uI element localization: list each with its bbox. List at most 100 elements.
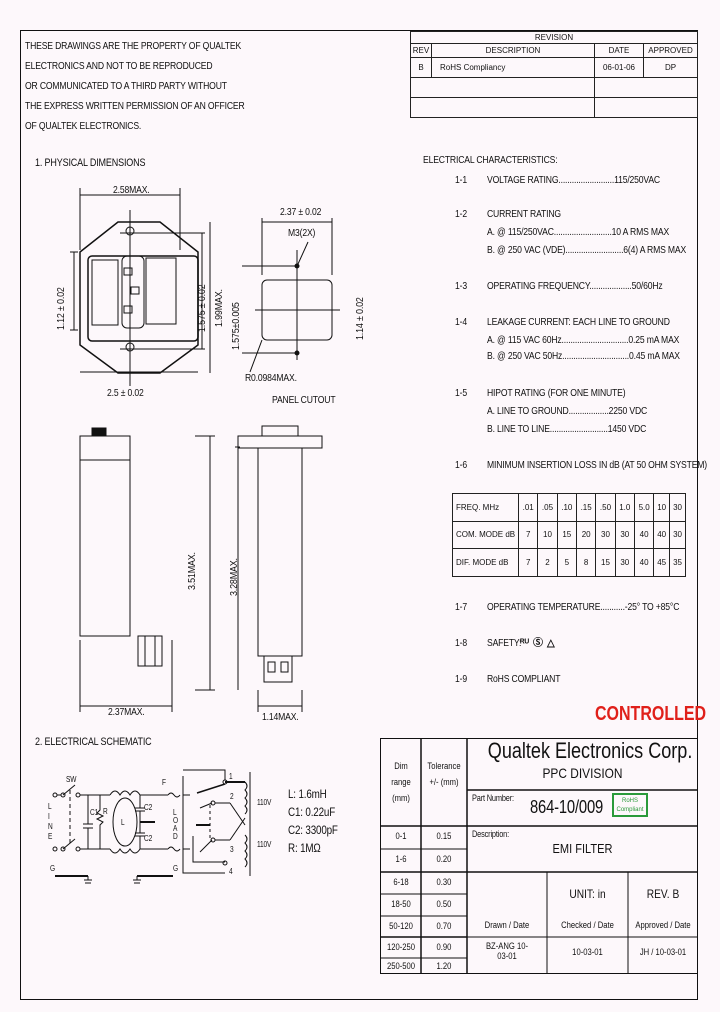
notice-line: THESE DRAWINGS ARE THE PROPERTY OF QUALT… [25, 40, 242, 52]
cell: COM. MODE dB [452, 520, 519, 550]
label: E [48, 832, 53, 841]
dim-range-value: 120-250 [386, 942, 416, 952]
electrical-heading: ELECTRICAL CHARACTERISTICS: [423, 154, 558, 166]
drawing-frame [20, 30, 698, 1000]
front-view [70, 188, 211, 386]
dim-range-value: 1-6 [395, 854, 407, 864]
label: C2 [144, 803, 153, 812]
item-text: LEAKAGE CURRENT: EACH LINE TO GROUND [487, 316, 670, 328]
label: C2 [144, 834, 153, 843]
item-text: B. @ 250 VAC 50Hz.......................… [487, 350, 680, 362]
item-number: 1-5 [455, 387, 467, 399]
label: A [173, 824, 178, 833]
panel-cutout [242, 218, 340, 373]
description: EMI FILTER [552, 841, 613, 856]
label: I [48, 812, 50, 821]
label: F [162, 778, 166, 787]
dim-range-value: 18-50 [391, 899, 411, 909]
tolerance-value: 0.20 [436, 854, 452, 864]
item-text: OPERATING FREQUENCY...................50… [487, 280, 663, 292]
label: 2 [230, 792, 234, 801]
label: L [173, 808, 177, 817]
cell: DIF. MODE dB [452, 548, 519, 577]
label: SW [66, 775, 77, 784]
schematic-diagram [52, 769, 251, 884]
item-text: A. @ 115 VAC 60Hz.......................… [487, 334, 680, 346]
notice-line: OF QUALTEK ELECTRONICS. [25, 120, 142, 132]
title-block [380, 738, 698, 974]
approved-value: JH / 10-03-01 [639, 947, 687, 957]
cell: 7 [517, 548, 539, 577]
dim-label: R0.0984MAX. [245, 372, 297, 384]
item-number: 1-8 [455, 637, 467, 649]
item-number: 1-4 [455, 316, 467, 328]
label: 1 [229, 772, 233, 781]
part-number: 864-10/009 [530, 797, 604, 817]
part-number-label: Part Number: [472, 793, 514, 803]
division-name: PPC DIVISION [542, 765, 623, 781]
notice-line: ELECTRONICS AND NOT TO BE REPRODUCED [25, 60, 213, 72]
schematic-heading: 2. ELECTRICAL SCHEMATIC [35, 736, 152, 748]
dim-range-value: 250-500 [386, 961, 416, 971]
label: O [173, 816, 178, 825]
item-text: A. @ 115/250VAC.........................… [487, 226, 670, 238]
tolerance-value: 0.90 [436, 942, 452, 952]
description-label: Description: [472, 829, 510, 839]
dim-label: 2.37 ± 0.02 [280, 206, 322, 218]
item-text: B. LINE TO LINE.........................… [487, 423, 647, 435]
dim-range-value: 0-1 [395, 831, 407, 841]
csa-mark-icon: Ⓢ [532, 638, 543, 649]
side-view [79, 427, 240, 712]
label: 3 [230, 845, 234, 854]
tolerance-value: 0.15 [436, 831, 452, 841]
tolerance-value: 0.30 [436, 877, 452, 887]
value: L: 1.6mH [288, 787, 327, 801]
item-text: VOLTAGE RATING.........................1… [487, 174, 660, 186]
label: L [121, 818, 125, 827]
label: G [50, 864, 55, 873]
notice-line: OR COMMUNICATED TO A THIRD PARTY WITHOUT [25, 80, 227, 92]
ul-mark-icon: ᴿᵁ [520, 638, 529, 649]
dim-range-header: Dim range (mm) [391, 761, 411, 803]
physical-heading: 1. PHYSICAL DIMENSIONS [35, 157, 146, 169]
unit: UNIT: in [569, 887, 606, 901]
dim-label: 2.58MAX. [113, 184, 150, 196]
tolerance-value: 1.20 [436, 961, 452, 971]
dim-label: M3(2X) [288, 227, 316, 239]
value: C1: 0.22uF [288, 805, 336, 819]
item-text: CURRENT RATING [487, 208, 561, 220]
approved-label: Approved / Date [635, 920, 691, 930]
item-number: 1-2 [455, 208, 467, 220]
label: D [173, 832, 178, 841]
tolerance-value: 0.50 [436, 899, 452, 909]
label: C1 [90, 808, 99, 817]
panel-cutout-label: PANEL CUTOUT [272, 394, 336, 406]
value: R: 1MΩ [288, 841, 321, 855]
revision-value: REV. B [646, 887, 680, 901]
tolerance-value: 0.70 [436, 921, 452, 931]
dim-label: 1.14MAX. [262, 711, 299, 723]
item-text: RoHS COMPLIANT [487, 673, 561, 685]
item-text: SAFETY: [487, 637, 522, 649]
label: N [48, 822, 53, 831]
rear-view [237, 425, 323, 712]
controlled-stamp: CONTROLLED [595, 703, 707, 725]
cell: 40 [633, 548, 655, 577]
label: 110V [257, 798, 272, 807]
label: 4 [229, 867, 233, 876]
item-text: MINIMUM INSERTION LOSS IN dB (AT 50 OHM … [487, 459, 708, 471]
label: L [48, 802, 52, 811]
item-text: A. LINE TO GROUND..................2250 … [487, 405, 648, 417]
checked-label: Checked / Date [561, 920, 614, 930]
dim-label: 2.5 ± 0.02 [107, 387, 144, 399]
checked-value: 10-03-01 [572, 947, 603, 957]
notice-line: THE EXPRESS WRITTEN PERMISSION OF AN OFF… [25, 100, 245, 112]
cell: 35 [669, 548, 686, 577]
